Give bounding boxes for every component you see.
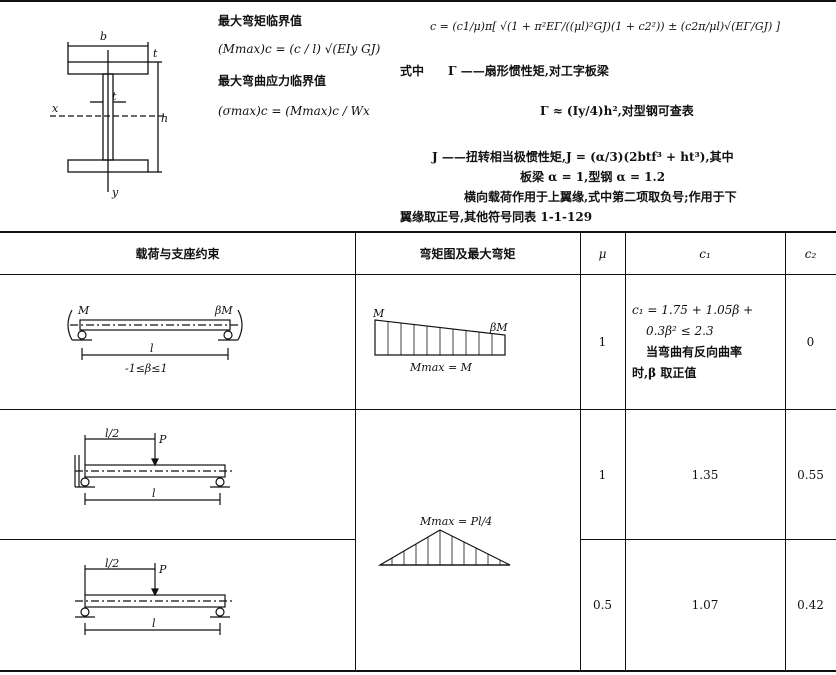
label-p: P	[158, 563, 167, 576]
linear-moment-diagram: M βM Mmax = M	[372, 307, 508, 374]
label-tf: t	[153, 47, 158, 60]
c1-line: 当弯曲有反向曲率	[646, 345, 743, 359]
sigma-title: 最大弯曲应力临界值	[218, 74, 327, 88]
row2-c1: 1.35	[691, 467, 719, 482]
header-moment: 弯矩图及最大弯矩	[419, 247, 516, 261]
label-x: x	[52, 102, 59, 115]
gamma-definition: Γ ——扇形惯性矩,对工字板梁	[448, 64, 609, 78]
i-beam-section-figure: b t t x y h	[50, 30, 168, 199]
label-half-span: l/2	[105, 557, 119, 570]
row3-mu: 0.5	[592, 598, 613, 612]
moment-label-m: M	[372, 307, 385, 320]
load-note-2: 翼缘取正号,其他符号同表 1-1-129	[400, 210, 593, 224]
top-rule	[0, 0, 836, 2]
moment-label-beta-m: βM	[489, 321, 508, 334]
midspan-load-beam-diagram-mu05: l/2 P l	[75, 557, 235, 635]
header-c1: c₁	[699, 246, 711, 261]
label-span: l	[152, 617, 156, 630]
label-y: y	[111, 186, 119, 199]
c1-line: 0.3β² ≤ 2.3	[646, 324, 714, 338]
row2-mu: 1	[598, 467, 607, 482]
midspan-load-beam-diagram-mu1: l/2 P l	[74, 427, 235, 505]
header-c2: c₂	[804, 246, 817, 261]
mmax-title: 最大弯矩临界值	[218, 14, 303, 28]
label-span: l	[152, 487, 156, 500]
row2-c2: 0.55	[797, 467, 824, 482]
moment-label-mmax-pl4: Mmax = Pl/4	[419, 515, 492, 528]
label-h: h	[161, 112, 168, 125]
mmax-formula: (Mmax)c = (c / l) √(EIy GJ)	[218, 42, 381, 56]
gamma-formula: Γ ≈ (Iy/4)h²,对型钢可查表	[540, 104, 694, 118]
row1-c1: c₁ = 1.75 + 1.05β + 0.3β² ≤ 2.3 当弯曲有反向曲率…	[632, 300, 753, 384]
label-m-left: M	[77, 304, 90, 317]
header-load: 载荷与支座约束	[135, 247, 220, 261]
row1-c2: 0	[806, 335, 815, 349]
header-mu: μ	[598, 246, 607, 261]
j-definition: J ——扭转相当极惯性矩,J = (α/3)(2btf³ + ht³),其中	[432, 150, 734, 164]
row3-c1: 1.07	[691, 598, 719, 612]
moment-label-mmax: Mmax = M	[409, 361, 473, 374]
sigma-formula: (σmax)c = (Mmax)c / Wx	[218, 104, 370, 118]
label-half-span: l/2	[105, 427, 119, 440]
alpha-note: 板梁 α = 1,型钢 α = 1.2	[520, 170, 666, 184]
row1-mu: 1	[598, 335, 607, 349]
label-beta-range: -1≤β≤1	[125, 362, 168, 375]
triangular-moment-diagram: Mmax = Pl/4	[377, 515, 511, 566]
label-b: b	[100, 30, 107, 43]
c1-line: 时,β 取正值	[632, 366, 697, 380]
where-label: 式中	[400, 64, 425, 78]
row3-c2: 0.42	[797, 598, 824, 612]
label-beta-m: βM	[214, 304, 233, 317]
label-span: l	[150, 342, 154, 355]
end-moment-beam-diagram: M βM l -1≤β≤1	[67, 304, 243, 375]
label-p: P	[158, 433, 167, 446]
c1-line: c₁ = 1.75 + 1.05β +	[632, 303, 754, 317]
c-formula: c = (c1/μ)π[ √(1 + π²EΓ/((μl)²GJ)(1 + c2…	[430, 20, 781, 33]
load-note-1: 横向载荷作用于上翼缘,式中第二项取负号;作用于下	[464, 190, 737, 204]
label-t: t	[112, 90, 117, 103]
